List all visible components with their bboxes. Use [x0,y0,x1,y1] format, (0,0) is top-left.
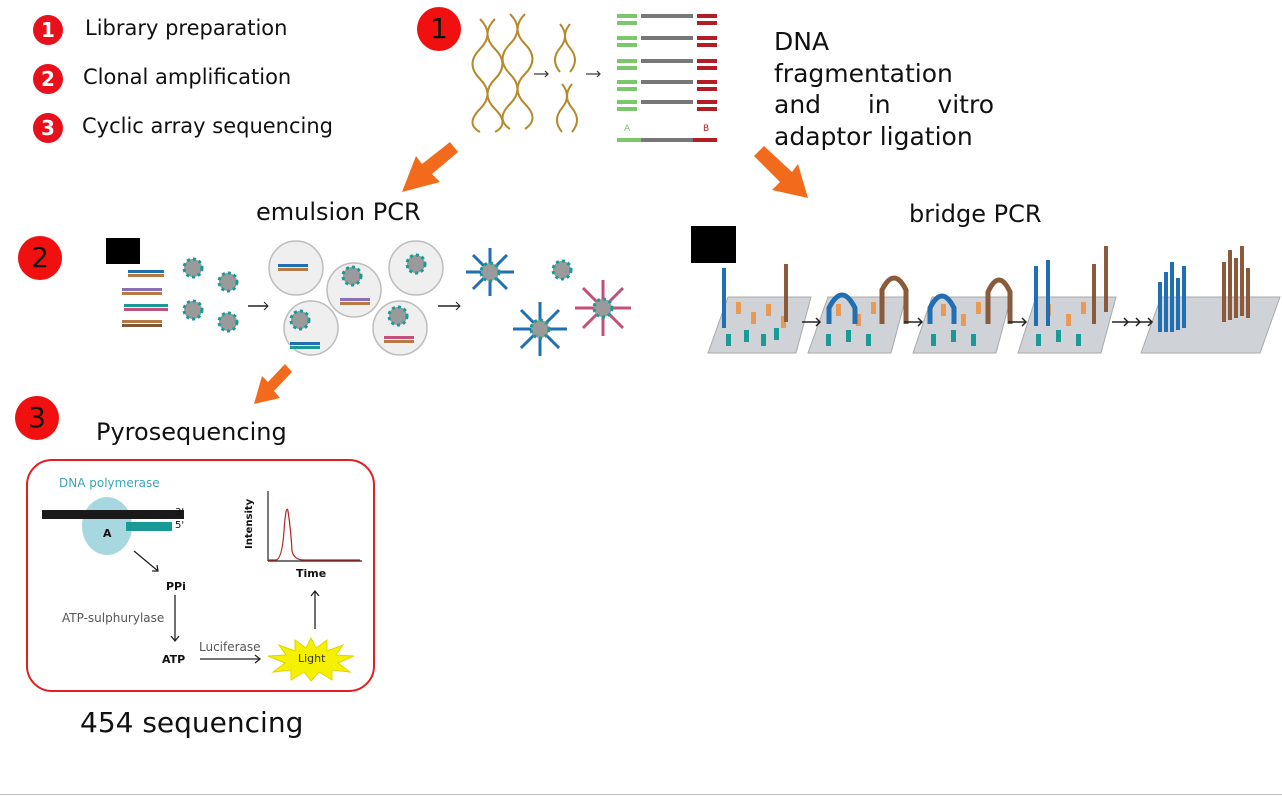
base-a-label: A [103,527,112,540]
step-1-badge: 1 [417,7,461,51]
atp-sulphurylase-label: ATP-sulphurylase [62,611,165,625]
arrow-to-pyrosequencing [254,364,292,404]
pyrosequencing-title: Pyrosequencing [96,418,287,446]
atp-label: ATP [162,653,186,666]
intensity-time-plot [267,491,362,562]
time-axis-label: Time [296,567,327,580]
step-2-badge: 2 [18,236,62,280]
legend-label-cyclic-array-sequencing: Cyclic array sequencing [82,114,334,138]
emulsion-pcr-title: emulsion PCR [256,198,421,226]
pyrosequencing-diagram: DNA polymerase 3' 5' A PPi ATP-sulphuryl… [26,459,375,692]
legend-number-1: 1 [33,15,63,45]
light-label: Light [298,652,326,665]
primer-strand [126,522,172,531]
legend-number-2: 2 [33,64,63,94]
redacted-label-box [691,226,736,263]
emulsion-pcr-illustration [122,240,631,356]
legend-number-3: 3 [33,113,63,143]
template-strand [42,510,184,519]
dna-polymerase-label: DNA polymerase [59,476,160,490]
arrow-to-emulsion-pcr [402,142,458,192]
redacted-label-box [106,238,140,264]
adaptor-ligated-fragments [617,14,717,142]
luciferase-label: Luciferase [199,640,261,654]
bridge-pcr-title: bridge PCR [909,200,1042,228]
five-prime-label: 5' [175,520,185,531]
bridge-pcr-illustration [707,246,1281,354]
adaptor-b-label: B [703,124,710,134]
sequencing-caption: 454 sequencing [80,706,304,739]
light-burst-shape [267,636,355,682]
bottom-divider [0,794,1282,795]
reaction-arrows [133,550,320,664]
legend-label-clonal-amplification: Clonal amplification [83,65,292,89]
legend-label-library-preparation: Library preparation [85,16,288,40]
intensity-axis-label: Intensity [244,498,255,549]
ppi-label: PPi [166,580,186,593]
dna-fragmentation-description: DNA fragmentation and in vitro adaptor l… [774,27,994,151]
three-prime-label: 3' [175,507,185,518]
dna-fragmentation-illustration [471,13,601,133]
polymerase-shape [82,497,132,555]
adaptor-a-label: A [624,124,631,134]
step-3-badge: 3 [15,396,59,440]
arrow-to-bridge-pcr [754,146,808,198]
